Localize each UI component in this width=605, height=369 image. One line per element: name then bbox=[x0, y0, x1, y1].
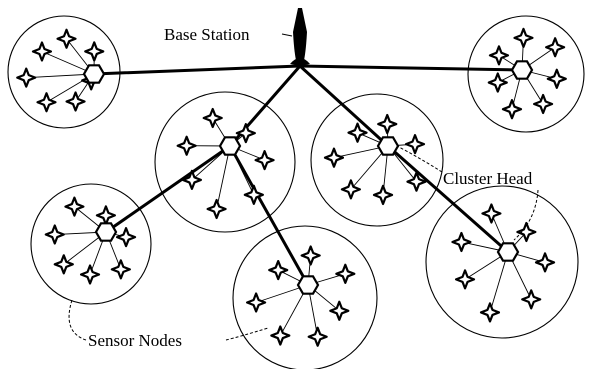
backbone-link bbox=[298, 64, 390, 148]
cluster-head-icon bbox=[496, 242, 520, 262]
sensor-node-icon bbox=[95, 205, 116, 226]
sensor-node-icon bbox=[307, 326, 328, 347]
sensor-node-icon bbox=[533, 93, 554, 115]
cluster bbox=[30, 183, 152, 305]
sensor-link bbox=[26, 73, 95, 79]
cluster-head-icon bbox=[510, 60, 534, 80]
sensor-node-icon bbox=[56, 28, 77, 49]
sensor-node-icon bbox=[53, 254, 74, 275]
sensor-node-icon bbox=[268, 259, 289, 281]
cluster-boundary bbox=[425, 185, 579, 339]
sensor-node-icon bbox=[44, 224, 65, 245]
sensor-node-icon bbox=[340, 179, 361, 200]
backbone-links bbox=[92, 64, 524, 287]
sensor-node-icon bbox=[329, 300, 350, 321]
sensor-node-icon bbox=[254, 150, 275, 171]
sensor-node-icon bbox=[516, 221, 537, 243]
sensor-node-icon bbox=[323, 147, 345, 168]
cluster-head-icon bbox=[82, 64, 106, 84]
cluster-boundary bbox=[310, 93, 444, 227]
sensor-node-icon bbox=[488, 45, 510, 66]
sensor-node-icon bbox=[534, 252, 556, 273]
sensor-node-icon bbox=[36, 92, 57, 113]
backbone-link bbox=[298, 64, 524, 72]
sensor-node-icon bbox=[300, 245, 321, 266]
cluster bbox=[232, 225, 378, 369]
backbone-link bbox=[386, 144, 510, 254]
sensor-link bbox=[489, 251, 509, 313]
sensor-node-icon bbox=[406, 171, 427, 192]
sensor-node-icon bbox=[235, 123, 256, 144]
sensor-node-icon bbox=[377, 113, 398, 135]
sensor-node-icon bbox=[501, 99, 523, 120]
base-station-leader bbox=[281, 33, 293, 37]
sensor-node-icon bbox=[513, 27, 534, 48]
backbone-link bbox=[228, 144, 310, 287]
sensor-node-icon bbox=[404, 134, 426, 155]
sensor-node-icon bbox=[521, 289, 542, 310]
sensor-node-icon bbox=[487, 72, 508, 93]
sensor-node-icon bbox=[16, 67, 37, 88]
sensor-node-icon bbox=[347, 122, 368, 143]
sensor-node-icon bbox=[176, 135, 197, 156]
backbone-link bbox=[92, 64, 302, 76]
sensor-node-icon bbox=[243, 184, 264, 205]
clusters bbox=[7, 15, 585, 369]
cluster bbox=[154, 91, 296, 233]
cluster-boundary bbox=[154, 91, 296, 233]
cluster bbox=[310, 93, 444, 227]
cluster-spokes bbox=[255, 255, 346, 337]
cluster-head-icon bbox=[296, 275, 320, 295]
sensor-node-icon bbox=[545, 37, 566, 58]
base-station-label: Base Station bbox=[164, 25, 250, 44]
cluster-boundary bbox=[232, 225, 378, 369]
sensor-node-icon bbox=[79, 264, 101, 285]
sensor-node-icon bbox=[65, 91, 86, 112]
sensor-node-icon bbox=[372, 184, 394, 206]
cluster-head-icon bbox=[376, 136, 400, 156]
cluster-head-leader-lower bbox=[513, 189, 539, 241]
sensor-node-icon bbox=[64, 196, 85, 217]
sensor-nodes-leader-left bbox=[68, 299, 87, 341]
sensor-node-icon bbox=[202, 107, 223, 129]
sensor-node-icon bbox=[454, 269, 476, 290]
cluster-head-leader-upper bbox=[396, 145, 443, 173]
sensor-node-icon bbox=[246, 292, 267, 313]
sensor-node-icon bbox=[181, 169, 203, 191]
cluster-head-icon bbox=[218, 136, 242, 156]
sensor-node-icon bbox=[335, 263, 356, 284]
cluster-head-label: Cluster Head bbox=[443, 169, 533, 188]
sensor-node-icon bbox=[115, 227, 137, 248]
cluster bbox=[7, 15, 121, 129]
sensor-node-icon bbox=[110, 259, 131, 280]
sensor-node-icon bbox=[206, 198, 227, 220]
cluster-boundary bbox=[30, 183, 152, 305]
base-station-icon bbox=[290, 8, 310, 68]
sensor-node-icon bbox=[451, 231, 472, 253]
callouts: Base Station Cluster Head Sensor Nodes bbox=[68, 25, 539, 350]
sensor-node-icon bbox=[479, 302, 501, 323]
cluster bbox=[467, 15, 585, 133]
cluster-head-icon bbox=[94, 222, 118, 242]
sensor-node-icon bbox=[31, 41, 53, 62]
sensor-nodes-leader-right bbox=[225, 327, 269, 341]
cluster-spokes bbox=[26, 38, 95, 103]
sensor-nodes-label: Sensor Nodes bbox=[88, 331, 182, 350]
sensor-link bbox=[216, 145, 231, 210]
sensor-node-icon bbox=[270, 325, 291, 346]
sensor-node-icon bbox=[481, 203, 502, 224]
backbone-link bbox=[104, 144, 232, 234]
sensor-node-icon bbox=[546, 68, 567, 89]
sensor-node-icon bbox=[84, 41, 105, 62]
cluster-boundary bbox=[467, 15, 585, 133]
cluster bbox=[425, 185, 579, 339]
cluster-boundary bbox=[7, 15, 121, 129]
